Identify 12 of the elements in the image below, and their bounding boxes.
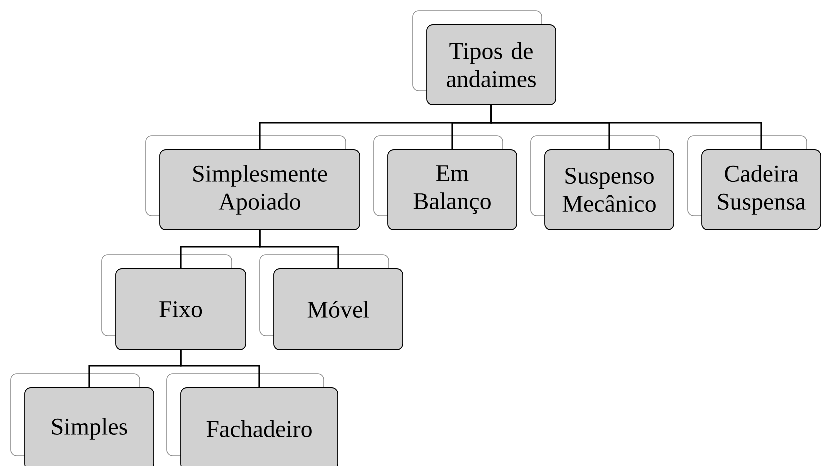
category-box: Tipos de andaimes <box>412 10 556 106</box>
category-box: Simplesmente Apoiado <box>146 136 360 230</box>
category-box: Simples <box>10 374 154 466</box>
connector <box>180 350 260 388</box>
category-box: Fachadeiro <box>166 374 338 466</box>
connector <box>490 105 762 150</box>
category-box: Fixo <box>102 254 246 350</box>
connector <box>259 230 340 269</box>
category-box: Cadeira Suspensa <box>688 136 822 230</box>
category-box: Em Balanço <box>374 136 518 230</box>
category-box: Móvel <box>260 254 404 350</box>
category-box: Suspenso Mecânico <box>530 136 674 230</box>
